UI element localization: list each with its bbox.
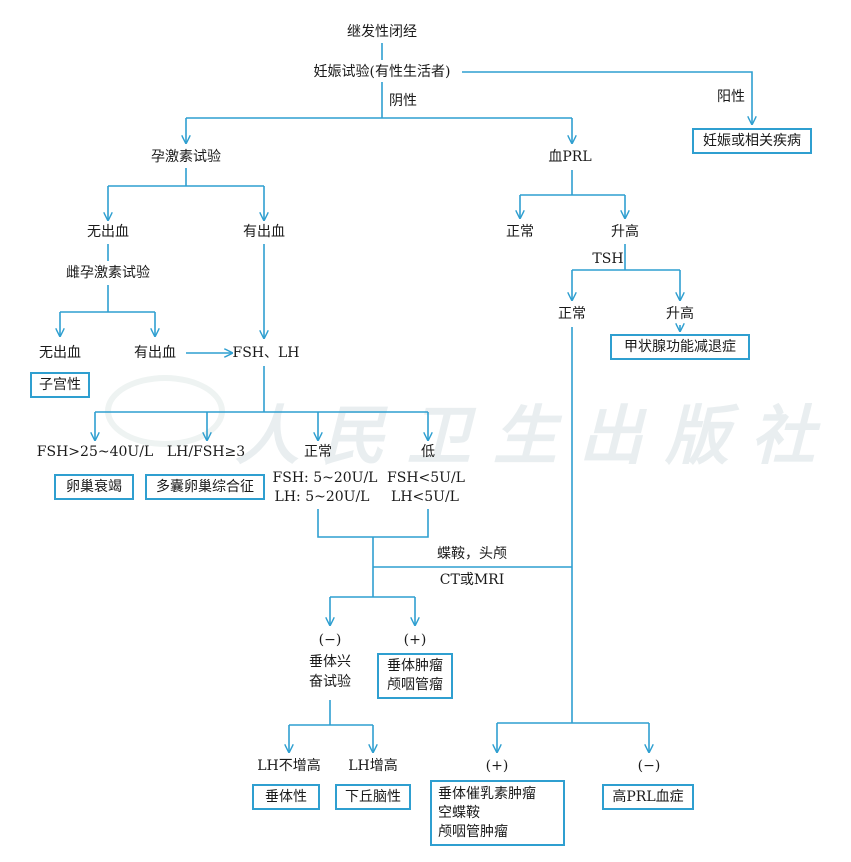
label-prl-negative: (−) — [637, 758, 661, 774]
node-bleeding: 有出血 — [243, 224, 285, 240]
node-tsh-high: 升高 — [666, 306, 694, 322]
normal-fsh-range: FSH: 5~20U/L — [272, 470, 378, 486]
low-lh-range: LH<5U/L — [391, 489, 459, 505]
node-bleeding-2: 有出血 — [134, 345, 176, 361]
node-fsh-lh: FSH、LH — [232, 345, 300, 361]
label-negative: 阴性 — [389, 93, 417, 109]
result-hypothyroidism: 甲状腺功能减退症 — [610, 334, 750, 360]
label-imaging-negative: (−) — [318, 632, 342, 648]
node-low-gonadotropin: 低 — [421, 444, 435, 460]
prolactinoma-line2: 空蝶鞍 — [438, 804, 480, 821]
prolactinoma-line1: 垂体催乳素肿瘤 — [438, 785, 536, 802]
label-positive: 阳性 — [717, 89, 745, 105]
prolactinoma-line3: 颅咽管肿瘤 — [438, 823, 508, 840]
label-prl-positive: (+) — [485, 758, 509, 774]
publisher-seal-watermark — [105, 375, 225, 447]
node-prl-normal: 正常 — [506, 224, 534, 240]
node-prl-high: 升高 — [611, 224, 639, 240]
node-blood-prl: 血PRL — [548, 149, 592, 165]
result-pcos: 多囊卵巢综合征 — [145, 474, 265, 500]
node-estrogen-progestin-test: 雌孕激素试验 — [66, 265, 150, 281]
pituitary-tumor-line1: 垂体肿瘤 — [387, 658, 443, 674]
node-no-bleeding-2: 无出血 — [39, 345, 81, 361]
result-hypothalamic: 下丘脑性 — [335, 784, 411, 810]
label-sella-imaging-line2: CT或MRI — [439, 572, 505, 588]
node-fsh-high: FSH>25~40U/L — [36, 444, 154, 460]
node-tsh-normal: 正常 — [558, 306, 586, 322]
node-secondary-amenorrhea: 继发性闭经 — [347, 24, 417, 40]
result-pregnancy-related: 妊娠或相关疾病 — [692, 128, 812, 154]
result-uterine: 子宫性 — [30, 372, 90, 398]
node-pituitary-stim-test-line2: 奋试验 — [309, 674, 351, 690]
node-lh-no-rise: LH不增高 — [257, 758, 321, 774]
label-sella-imaging-line1: 蝶鞍，头颅 — [437, 546, 507, 562]
result-pituitary-tumor: 垂体肿瘤 颅咽管瘤 — [377, 653, 453, 699]
node-normal-gonadotropin: 正常 — [304, 444, 332, 460]
result-prolactinoma: 垂体催乳素肿瘤 空蝶鞍 颅咽管肿瘤 — [430, 780, 565, 846]
node-pregnancy-test: 妊娠试验(有性生活者) — [313, 64, 451, 80]
result-hyperprolactinemia: 高PRL血症 — [602, 784, 694, 810]
node-lh-fsh-ratio: LH/FSH≥3 — [166, 444, 246, 460]
node-lh-rise: LH增高 — [348, 758, 398, 774]
pituitary-tumor-line2: 颅咽管瘤 — [387, 677, 443, 693]
node-pituitary-stim-test-line1: 垂体兴 — [309, 654, 351, 670]
result-pituitary: 垂体性 — [252, 784, 320, 810]
node-progesterone-test: 孕激素试验 — [151, 149, 221, 165]
node-no-bleeding: 无出血 — [87, 224, 129, 240]
low-fsh-range: FSH<5U/L — [387, 470, 465, 486]
normal-lh-range: LH: 5~20U/L — [274, 489, 370, 505]
label-imaging-positive: (+) — [403, 632, 427, 648]
node-tsh: TSH — [592, 251, 624, 267]
result-ovarian-failure: 卵巢衰竭 — [54, 474, 134, 500]
